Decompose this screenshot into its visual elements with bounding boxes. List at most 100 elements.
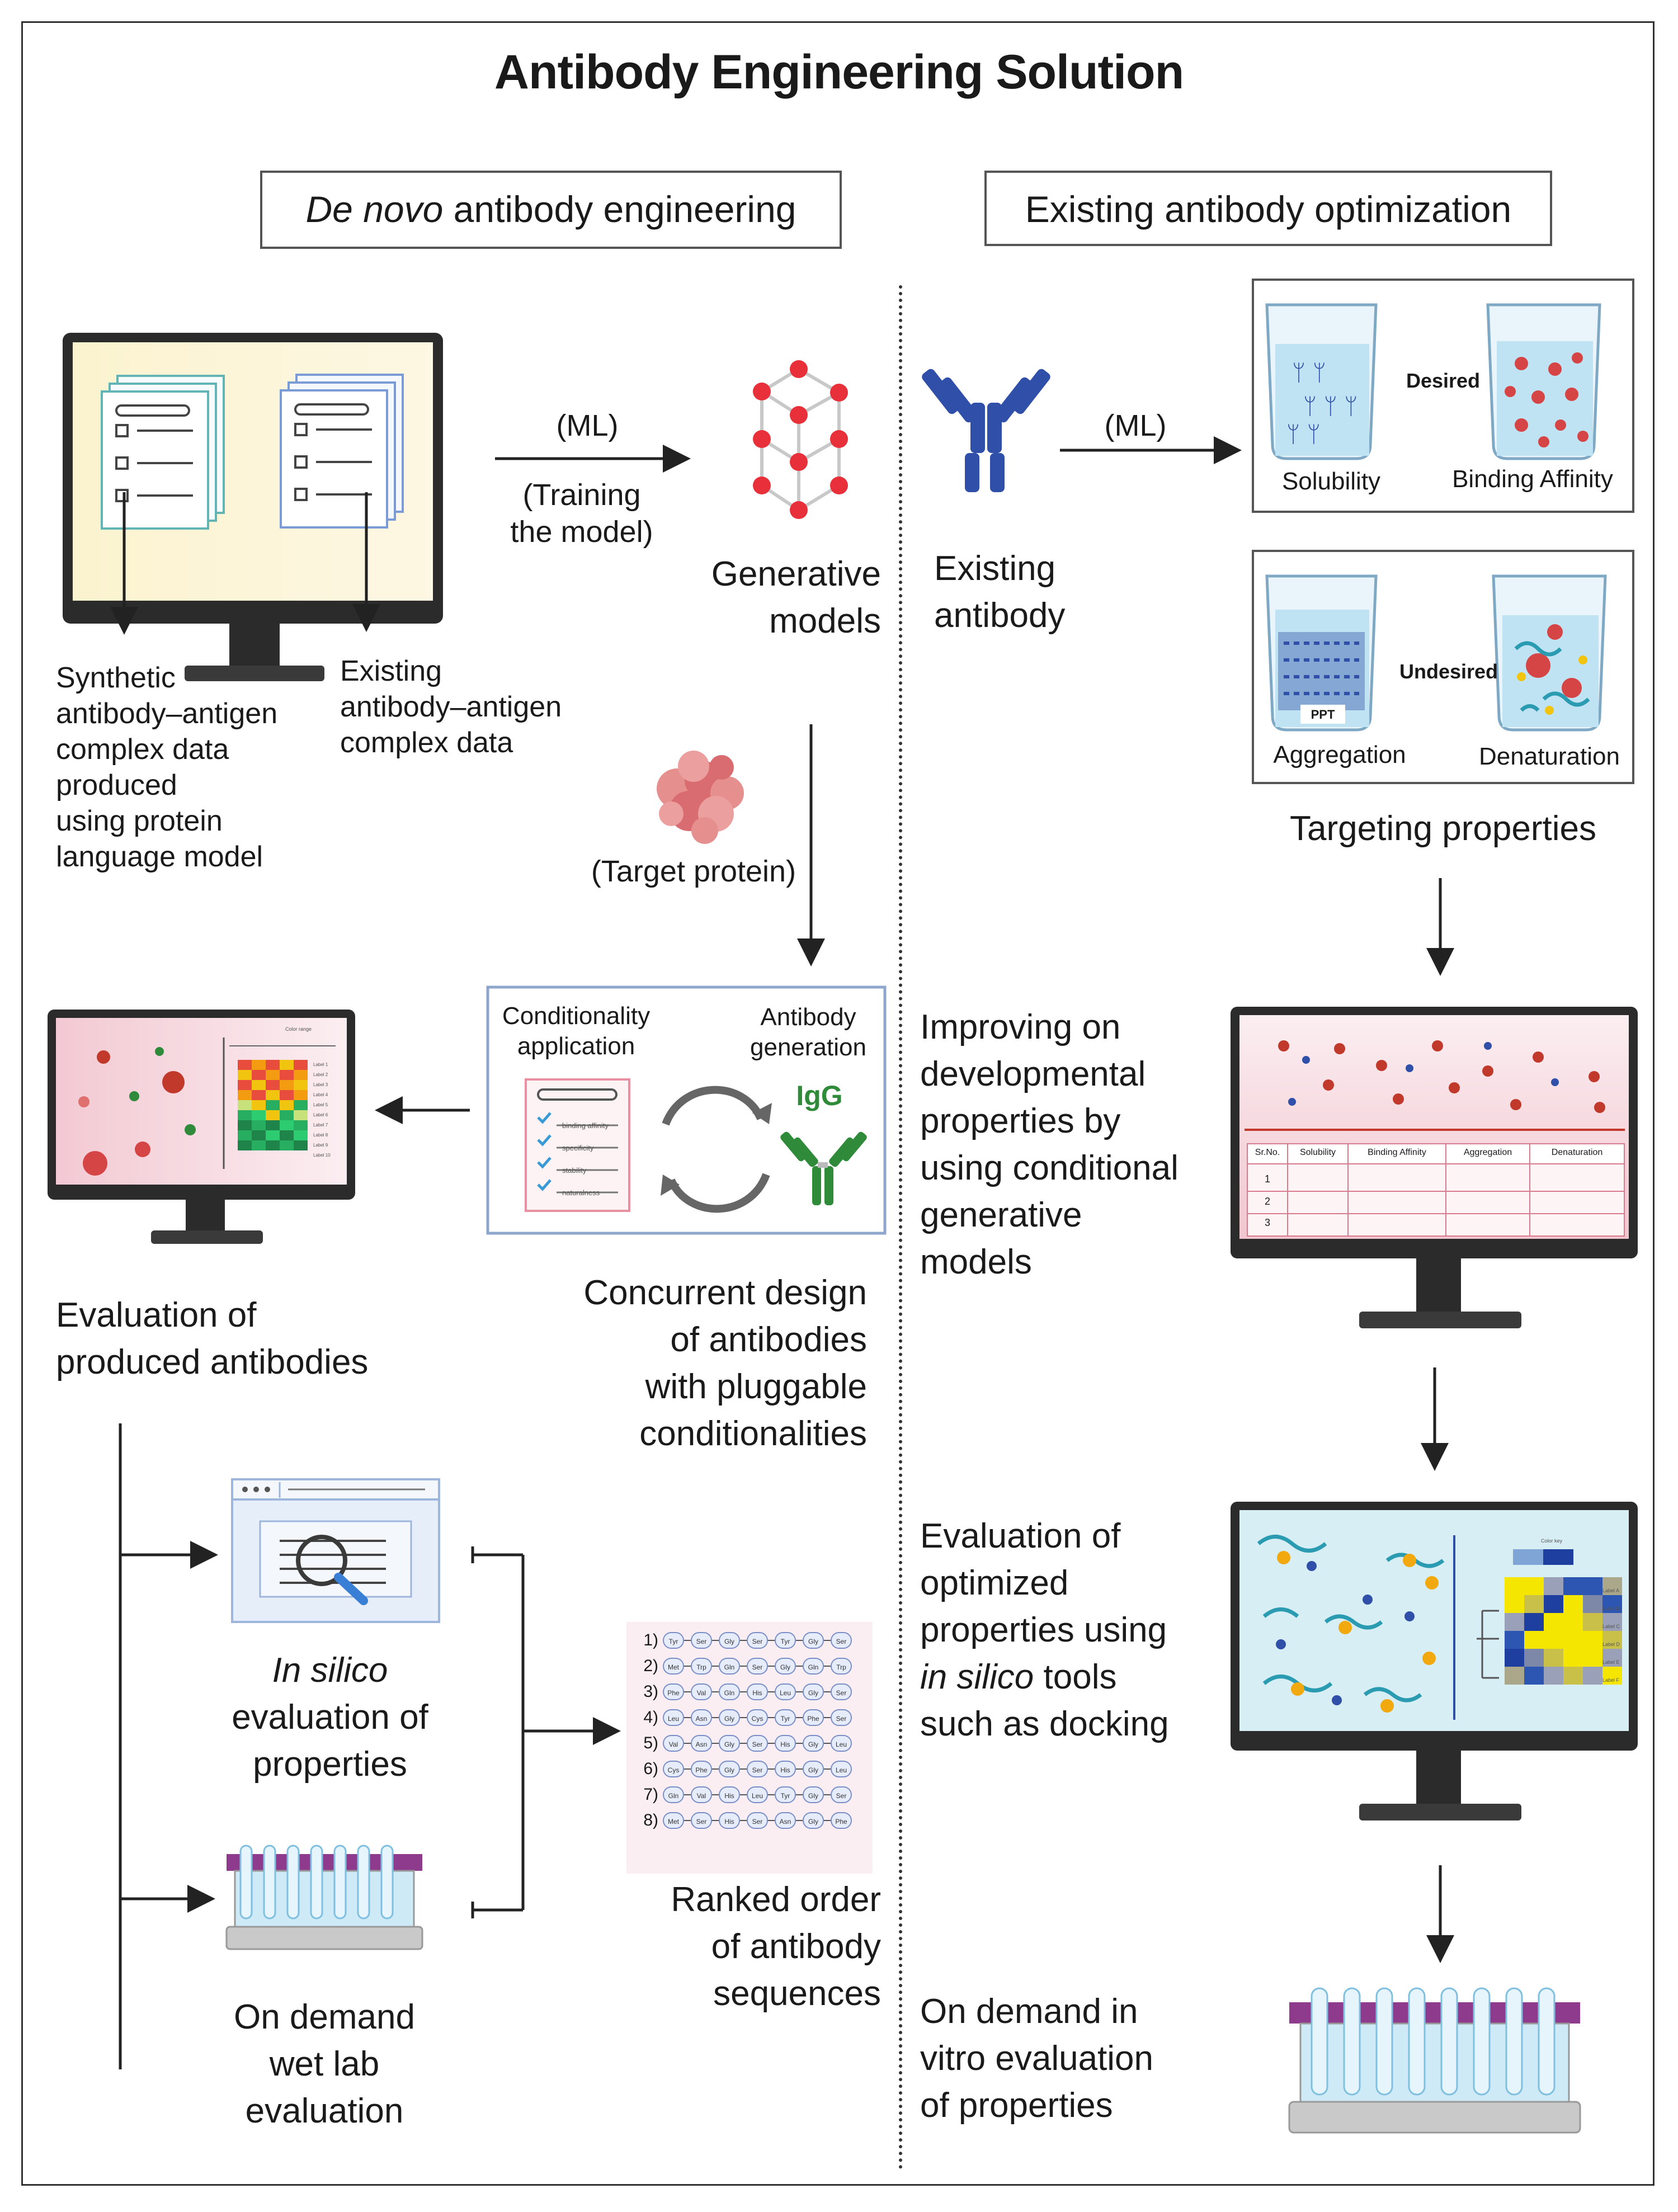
residue-bead: His: [719, 1786, 740, 1803]
residue-bead: Phe: [663, 1683, 684, 1700]
residue-link: [796, 1743, 803, 1744]
denaturation-label: Denaturation: [1479, 743, 1620, 770]
residue-bead: Phe: [691, 1761, 712, 1777]
residue-link: [712, 1743, 719, 1744]
residue-bead: Tyr: [775, 1786, 796, 1803]
residue-bead: Val: [691, 1683, 712, 1700]
test-tube-rack-right-icon: [1288, 1987, 1581, 2134]
residue-link: [740, 1717, 747, 1718]
residue-link: [796, 1768, 803, 1770]
solubility-beaker-icon: ᛘ ᛘ ᛘ ᛘ ᛘ ᛘ ᛘ: [1265, 303, 1378, 460]
residue-bead: Val: [691, 1786, 712, 1803]
residue-bead: Gln: [719, 1658, 740, 1675]
residue-bead: His: [747, 1683, 768, 1700]
residue-bead: Leu: [747, 1786, 768, 1803]
residue-link: [824, 1691, 831, 1692]
residue-bead: Asn: [691, 1735, 712, 1752]
residue-link: [740, 1640, 747, 1641]
table-header-solubility: Solubility: [1299, 1148, 1336, 1157]
residue-bead: Leu: [663, 1709, 684, 1726]
residue-link: [684, 1820, 691, 1821]
residue-link: [824, 1717, 831, 1718]
binding-affinity-label: Binding Affinity: [1452, 465, 1613, 493]
residue-link: [768, 1794, 775, 1795]
residue-bead: Ser: [831, 1786, 852, 1803]
residue-link: [824, 1794, 831, 1795]
residue-bead: Ser: [747, 1735, 768, 1752]
cycle-arrow-bottom: [667, 1173, 770, 1213]
antibody-generation-label: Antibody generation: [750, 1003, 866, 1061]
residue-bead: Ser: [747, 1632, 768, 1649]
residue-bead: Gly: [719, 1709, 740, 1726]
residue-link: [740, 1794, 747, 1795]
residue-bead: Cys: [747, 1709, 768, 1726]
igg-label: IgG: [796, 1080, 843, 1111]
residue-bead: Gly: [803, 1735, 824, 1752]
residue-bead: Met: [663, 1658, 684, 1675]
residue-link: [684, 1794, 691, 1795]
residue-bead: Cys: [663, 1761, 684, 1777]
table-header-srno: Sr.No.: [1255, 1148, 1280, 1157]
residue-link: [824, 1640, 831, 1641]
existing-antibody-label: Existing antibody: [934, 549, 1066, 635]
targeting-properties-label: Targeting properties: [1290, 809, 1596, 848]
residue-link: [712, 1666, 719, 1667]
sequence-rank: 1): [643, 1631, 658, 1649]
residue-link: [684, 1768, 691, 1770]
residue-bead: His: [719, 1812, 740, 1829]
ml-label-right: (ML): [1104, 409, 1167, 442]
residue-bead: Gly: [719, 1761, 740, 1777]
residue-bead: Tyr: [663, 1632, 684, 1649]
docking-heatmap: [1477, 1549, 1622, 1685]
checklist-items: binding affinity specificity stability n…: [562, 1121, 609, 1197]
residue-link: [768, 1768, 775, 1770]
heatmap-row-labels-left: Label 1 Label 2 Label 3 Label 4 Label 5 …: [313, 1062, 331, 1158]
column-divider: [899, 285, 902, 2170]
table-header-aggregation: Aggregation: [1463, 1148, 1512, 1157]
residue-link: [824, 1768, 831, 1770]
network-nodes: [753, 360, 848, 519]
residue-bead: Asn: [691, 1709, 712, 1726]
ranked-order-label: Ranked order of antibody sequences: [671, 1880, 881, 2013]
residue-link: [768, 1666, 775, 1667]
ml-label-left: (ML): [556, 409, 619, 442]
residue-link: [712, 1640, 719, 1641]
target-protein-icon: [657, 751, 744, 844]
existing-data-label: Existing antibody–antigen complex data: [340, 655, 562, 759]
residue-bead: Gly: [719, 1735, 740, 1752]
residue-link: [712, 1691, 719, 1692]
outer-frame: [21, 21, 1655, 2186]
wet-lab-label: On demand wet lab evaluation: [234, 1998, 415, 2130]
residue-bead: Asn: [775, 1812, 796, 1829]
residue-link: [712, 1717, 719, 1718]
residue-link: [684, 1640, 691, 1641]
residue-bead: Gln: [719, 1683, 740, 1700]
left-section-header: De novo antibody engineering: [260, 171, 842, 249]
residue-link: [740, 1743, 747, 1744]
in-silico-window-icon: [231, 1478, 440, 1623]
table-header-denaturation: Denaturation: [1551, 1148, 1603, 1157]
denaturation-beaker-icon: [1492, 574, 1607, 732]
residue-bead: Val: [663, 1735, 684, 1752]
residue-link: [824, 1820, 831, 1821]
sequence-rank: 3): [643, 1682, 658, 1701]
generative-models-label: Generative models: [711, 555, 881, 640]
residue-bead: Leu: [831, 1761, 852, 1777]
docking-monitor-icon: [1231, 1502, 1638, 1820]
residue-link: [740, 1666, 747, 1667]
sequence-rank: 8): [643, 1811, 658, 1829]
residue-bead: Ser: [831, 1709, 852, 1726]
page-title: Antibody Engineering Solution: [494, 45, 1184, 99]
residue-link: [740, 1820, 747, 1821]
in-silico-label: In silico evaluation of properties: [232, 1651, 428, 1784]
residue-bead: Ser: [831, 1683, 852, 1700]
sequence-rank: 2): [643, 1657, 658, 1675]
residue-bead: Leu: [775, 1683, 796, 1700]
residue-bead: Gly: [803, 1683, 824, 1700]
residue-bead: Gln: [803, 1658, 824, 1675]
residue-bead: Trp: [831, 1658, 852, 1675]
residue-link: [796, 1820, 803, 1821]
